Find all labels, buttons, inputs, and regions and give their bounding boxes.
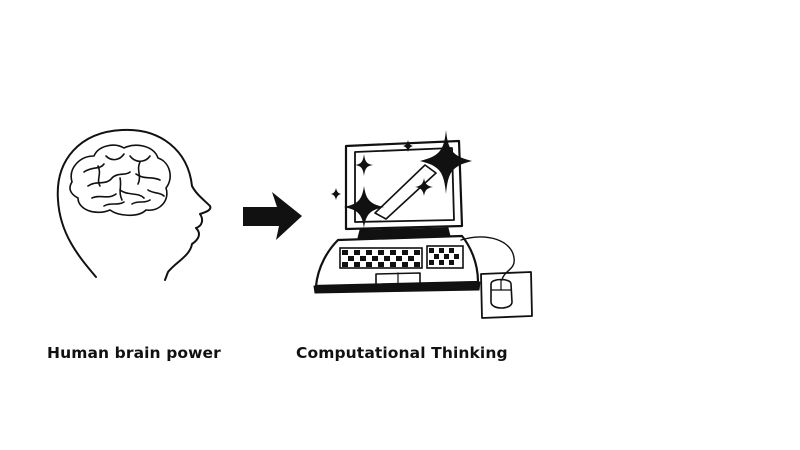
computer-mouse-icon [480,271,533,319]
caption-human-brain-power: Human brain power [47,344,221,362]
caption-computational-thinking: Computational Thinking [296,344,508,362]
right-arrow-icon [243,192,302,240]
sparkle-icon [331,130,472,228]
human-head-profile-icon [56,128,212,281]
keyboard-keys [339,245,464,269]
brain-icon [69,144,171,217]
laptop-computer-icon [313,139,515,294]
